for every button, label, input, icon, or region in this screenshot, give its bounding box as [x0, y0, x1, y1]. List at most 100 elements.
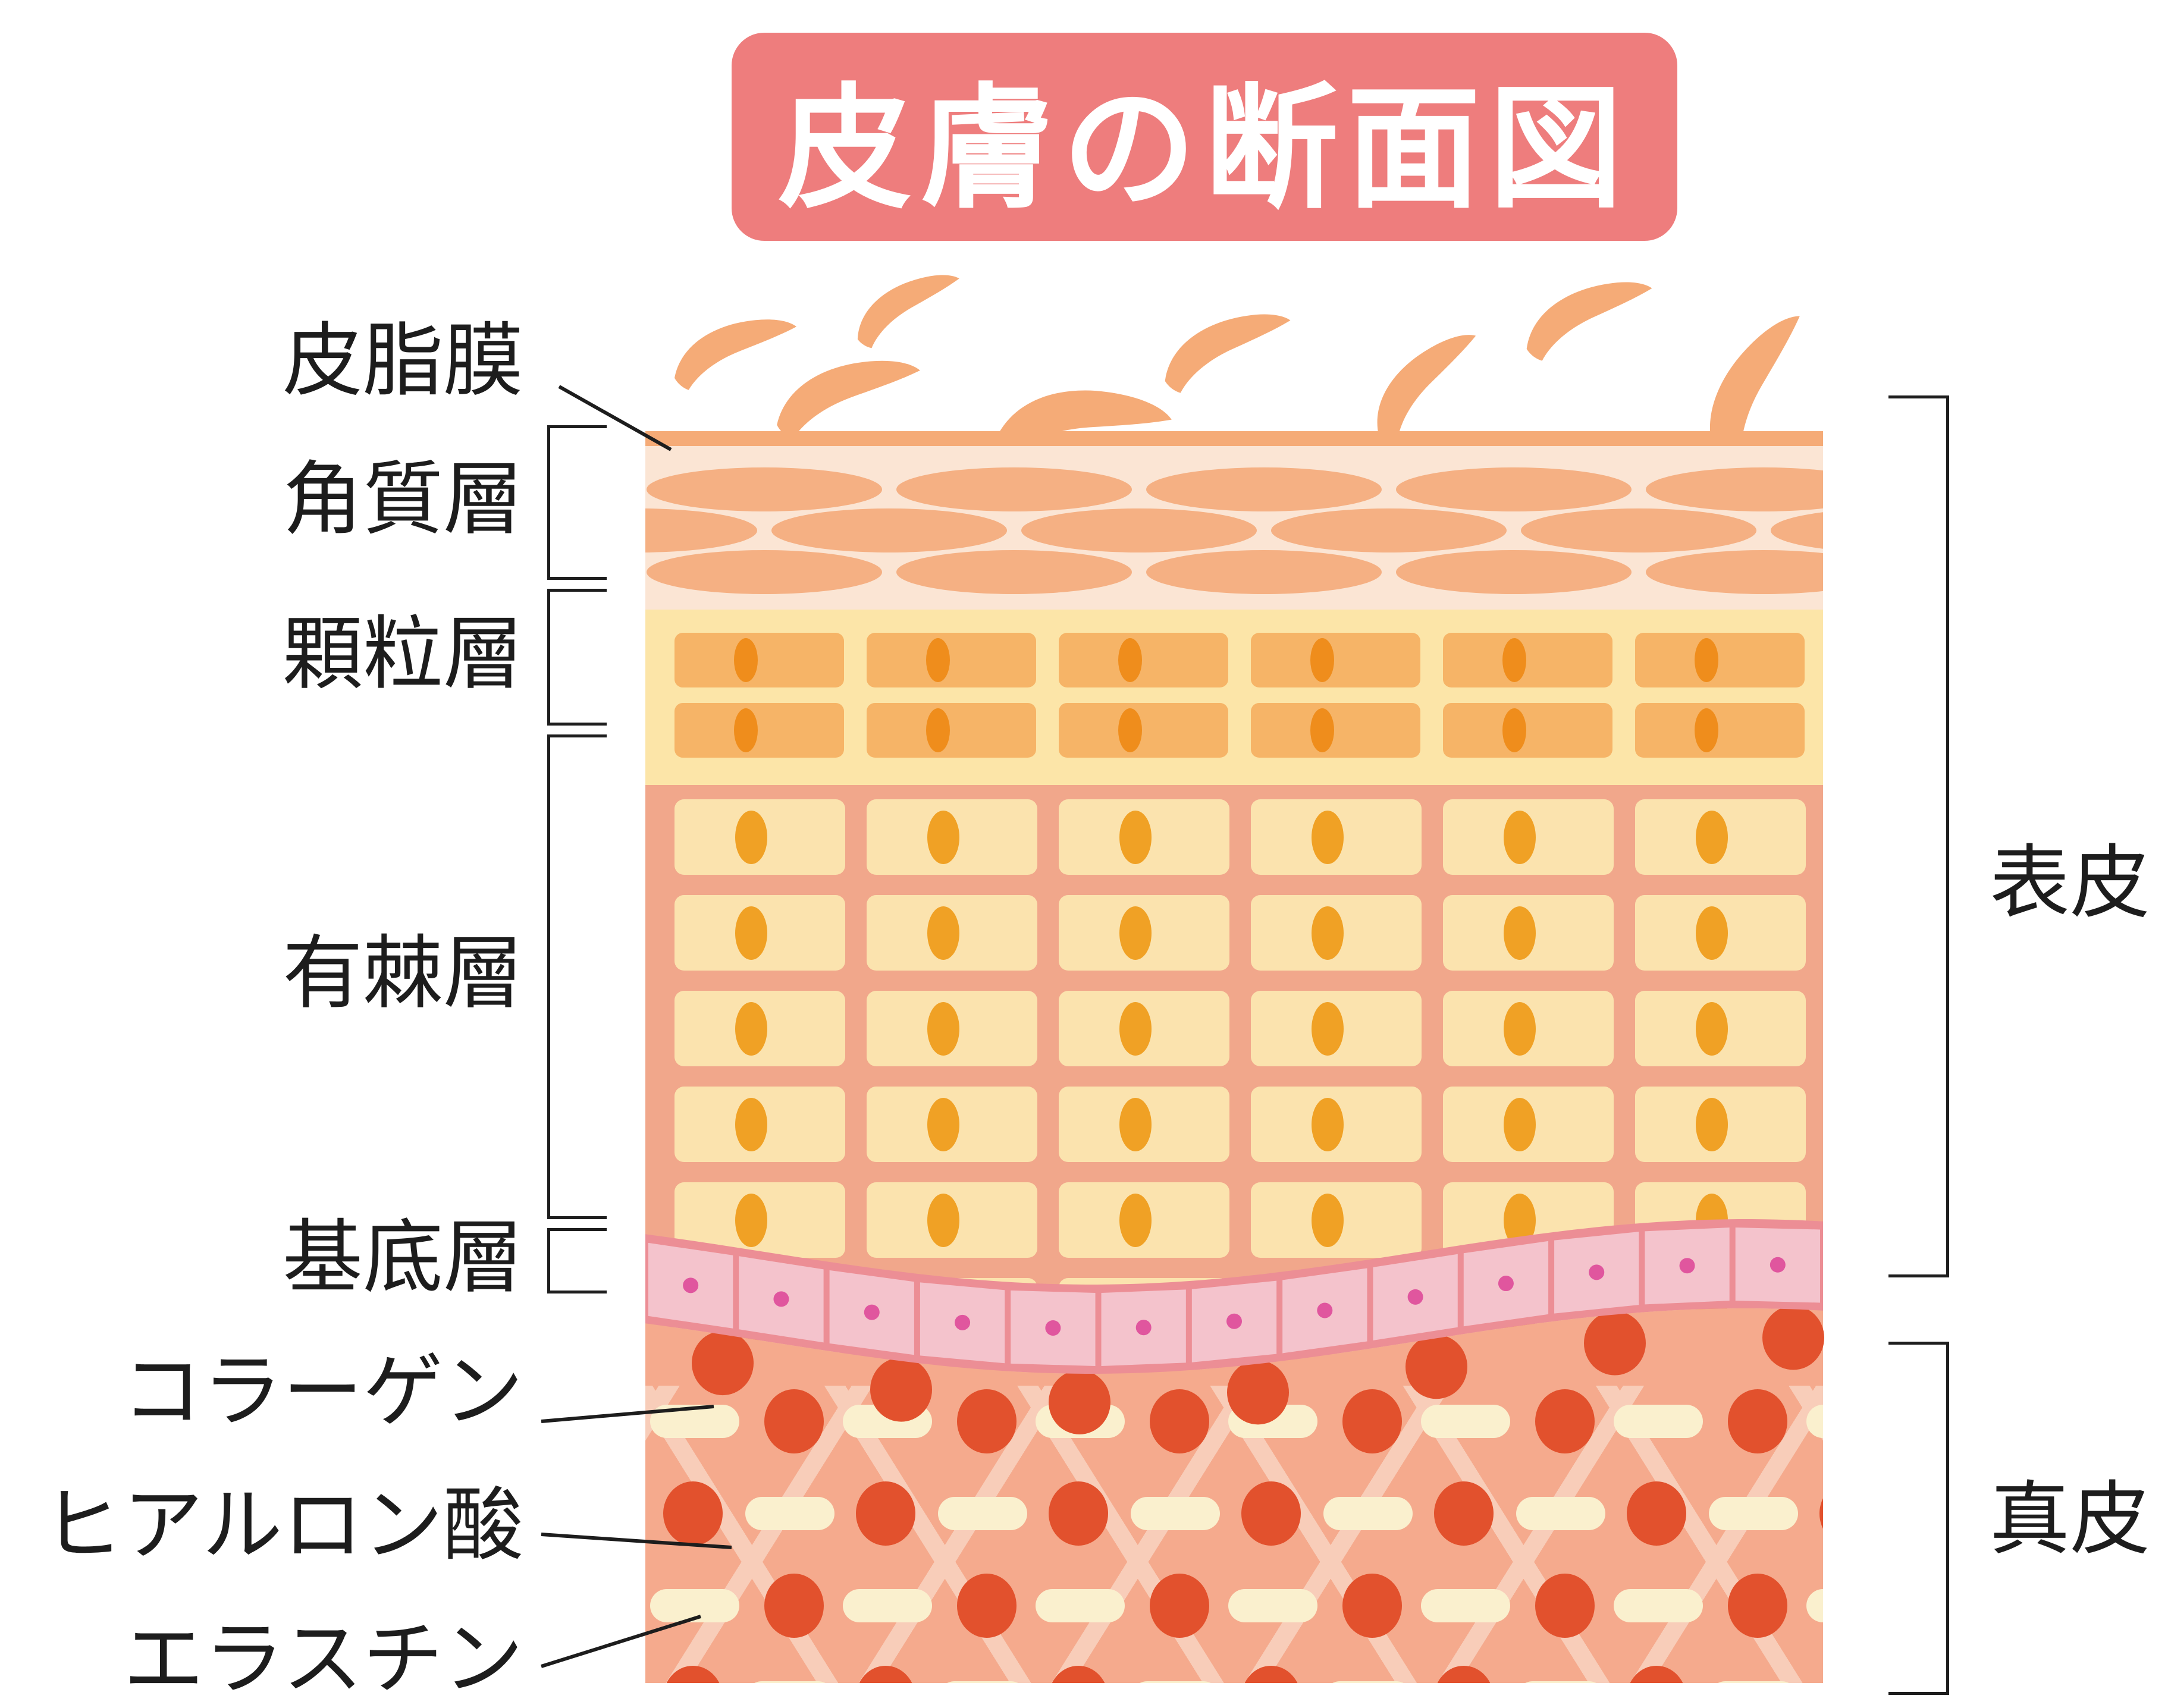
dermis-oval [1819, 1481, 1823, 1546]
basal-nucleus [1226, 1313, 1242, 1329]
basal-nucleus [683, 1277, 699, 1293]
label-basal-layer: 基底層 [283, 1211, 523, 1304]
spinous-nucleus [1696, 906, 1728, 960]
spinous-nucleus [1504, 1098, 1536, 1151]
spinous-cell [674, 1087, 845, 1162]
label-granular-layer: 顆粒層 [283, 607, 523, 701]
corneum-cell [647, 467, 882, 511]
corneum-cell [771, 508, 1007, 552]
spinous-nucleus [1312, 906, 1344, 960]
page-title: 皮膚の断面図 [778, 71, 1631, 227]
granular-nucleus [733, 708, 758, 752]
spinous-nucleus [927, 906, 960, 960]
dermis-oval [1150, 1389, 1209, 1453]
pointer-line [541, 1405, 714, 1423]
spinous-nucleus [1504, 906, 1536, 960]
spinous-cell [1635, 991, 1806, 1066]
basal-nucleus [1498, 1276, 1514, 1292]
granular-cell [1059, 633, 1228, 687]
spinous-nucleus [735, 1194, 768, 1247]
spinous-nucleus [1696, 1002, 1728, 1056]
pointer-line [541, 1533, 732, 1549]
basal-nucleus [1770, 1257, 1786, 1273]
granular-nucleus [1118, 708, 1142, 752]
layer-dermis [645, 1362, 1823, 1683]
corneum-cell [1646, 550, 1823, 594]
granular-cell [674, 633, 844, 687]
dermis-oval [1728, 1389, 1787, 1453]
dermis-oval [1627, 1481, 1686, 1546]
dermis-oval [1405, 1335, 1467, 1399]
dermis-oval [1049, 1370, 1110, 1434]
dermis-pill [1131, 1681, 1220, 1683]
basal-nucleus [1135, 1320, 1152, 1336]
granular-nucleus [1694, 638, 1718, 682]
spinous-nucleus [927, 811, 960, 864]
dermis-oval [1434, 1481, 1494, 1546]
granular-cell [1635, 703, 1805, 758]
dermis-oval [692, 1331, 754, 1396]
label-dermis: 真皮 [1990, 1472, 2150, 1566]
granular-cell [1635, 633, 1805, 687]
sebum-flake [674, 319, 797, 390]
sebum-flake [857, 275, 959, 348]
dermis-oval [1150, 1574, 1209, 1638]
dermis-pill [938, 1681, 1027, 1683]
granular-nucleus [926, 638, 950, 682]
corneum-cell [1521, 508, 1756, 552]
granular-nucleus [1310, 638, 1334, 682]
dermis-pill [1709, 1681, 1798, 1683]
corneum-cell [1271, 508, 1507, 552]
spinous-cell [1251, 799, 1422, 875]
dermis-oval [1241, 1481, 1301, 1546]
dermis-pill [1421, 1405, 1510, 1438]
bracket-basal-layer [547, 1228, 607, 1293]
spinous-cell [1251, 895, 1422, 971]
corneum-cell [1146, 550, 1382, 594]
bracket-spinous-layer [547, 734, 607, 1219]
dermis-oval [856, 1481, 915, 1546]
spinous-nucleus [927, 1002, 960, 1056]
spinous-cell [1635, 799, 1806, 875]
spinous-cell [867, 1182, 1037, 1258]
sebum-flake [1377, 335, 1476, 442]
dermis-oval [663, 1481, 723, 1546]
dermis-oval [764, 1574, 824, 1638]
corneum-cell [1146, 467, 1382, 511]
dermis-pill [1323, 1681, 1413, 1683]
basal-nucleus [1317, 1302, 1333, 1318]
spinous-nucleus [1312, 1194, 1344, 1247]
bracket-epidermis [1888, 395, 1949, 1277]
sebum-flake [1526, 282, 1652, 361]
basal-nucleus [1045, 1320, 1061, 1336]
corneum-cell [1396, 550, 1632, 594]
label-epidermis: 表皮 [1990, 836, 2150, 930]
dermis-pill [1516, 1681, 1605, 1683]
spinous-nucleus [735, 811, 768, 864]
spinous-cell [1059, 1182, 1229, 1258]
dermis-pill [843, 1589, 932, 1622]
bracket-stratum-corneum [547, 425, 607, 580]
granular-nucleus [926, 708, 950, 752]
label-collagen: コラーゲン [122, 1345, 523, 1438]
spinous-nucleus [1504, 1002, 1536, 1056]
title-banner: 皮膚の断面図 [732, 33, 1677, 241]
granular-nucleus [1694, 708, 1718, 752]
spinous-cell [867, 895, 1037, 971]
spinous-cell [1059, 799, 1229, 875]
label-elastin: エラスチン [123, 1612, 523, 1706]
spinous-cell [1443, 991, 1614, 1066]
granular-cell [674, 703, 844, 758]
spinous-nucleus [927, 1194, 960, 1247]
dermis-pill [1709, 1497, 1798, 1530]
dermis-pill [1421, 1589, 1510, 1622]
dermis-oval [1227, 1360, 1289, 1425]
bracket-dermis [1888, 1342, 1949, 1695]
label-sebum-film: 皮脂膜 [283, 314, 523, 407]
granular-cell [867, 633, 1036, 687]
dermis-pill [1614, 1405, 1703, 1438]
label-stratum-corneum: 角質層 [283, 453, 523, 546]
spinous-nucleus [1312, 1098, 1344, 1151]
dermis-oval [764, 1389, 824, 1453]
pointer-line [558, 385, 672, 451]
